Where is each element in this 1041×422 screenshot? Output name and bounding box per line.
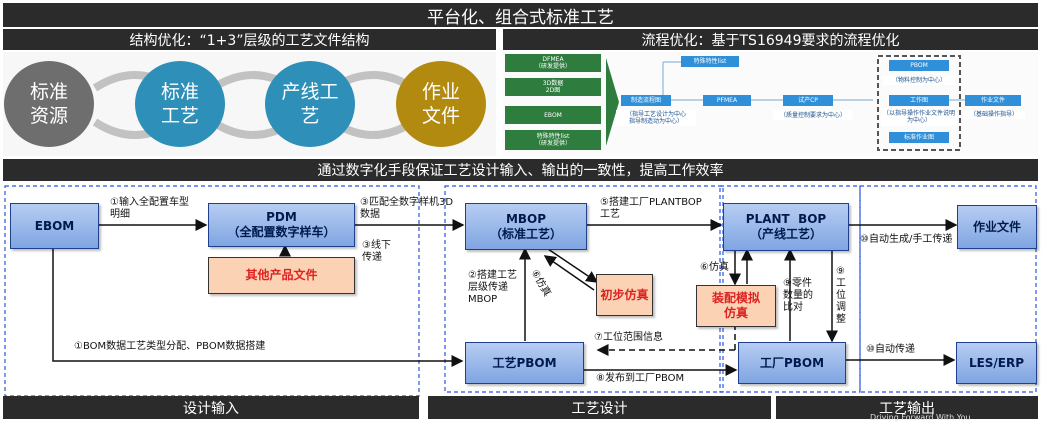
edge-label-3b: ③线下 传递: [362, 240, 391, 263]
node-label: 作业文件: [972, 219, 1021, 234]
node-work-docs[interactable]: 作业文件: [957, 205, 1037, 249]
circle-standard-resources: 标准 资源: [4, 61, 94, 147]
mini-work-drawing: 工作图: [889, 95, 949, 106]
circle-line-process: 产线工 艺: [265, 61, 355, 147]
node-process-pbom[interactable]: 工艺PBOM: [465, 342, 584, 384]
node-label: 工厂PBOM: [759, 355, 825, 370]
footer-design-input-label: 设计输入: [183, 400, 239, 417]
circle-label: 标准 工艺: [160, 81, 199, 127]
circle-label: 作业 文件: [421, 81, 460, 127]
header-title: 平台化、组合式标准工艺: [427, 7, 614, 28]
node-label: 工艺PBOM: [492, 355, 557, 370]
left-panel-title: 结构优化：“1+3”层级的工艺文件结构: [129, 32, 370, 49]
footer-process-output: 工艺输出: [776, 396, 1038, 419]
node-plant-pbom[interactable]: 工厂PBOM: [738, 342, 846, 384]
mini-pfmea: PFMEA: [703, 95, 751, 106]
node-plant-bop[interactable]: PLANT BOP （产线工艺）: [723, 203, 849, 251]
edge-label-9b: ⑨ 工 位 调 整: [836, 266, 846, 325]
footer-design-input: 设计输入: [3, 396, 419, 419]
node-ebom[interactable]: EBOM: [10, 203, 99, 249]
mini-dfmea: DFMEA （研发提供）: [505, 54, 601, 72]
circle-work-docs: 作业 文件: [396, 61, 486, 147]
mini-flow-panel: DFMEA （研发提供） 3D数据 2D图 EBOM 特殊特性list （研发提…: [503, 52, 1038, 156]
mini-flow-chart: 制造流程图: [621, 95, 671, 106]
circle-label: 产线工 艺: [281, 81, 339, 127]
right-panel-title-bar: 流程优化：基于TS16949要求的流程优化: [503, 29, 1038, 50]
edge-label-6b: ⑥仿真: [700, 262, 729, 273]
mini-note-2: （质量控制要求为中心）: [773, 110, 853, 120]
node-label: PLANT BOP （产线工艺）: [745, 212, 827, 241]
mini-work-file: 作业文件: [965, 95, 1021, 106]
mini-ebom: EBOM: [505, 106, 601, 124]
edge-label-1b: ①BOM数据工艺类型分配、PBOM数据搭建: [74, 341, 266, 352]
node-label: 其他产品文件: [245, 268, 318, 282]
middle-title: 通过数字化手段保证工艺设计输入、输出的一致性，提高工作效率: [317, 163, 724, 179]
mini-3d-data: 3D数据 2D图: [505, 78, 601, 96]
edge-label-1: ①输入全配置车型 明细: [110, 197, 189, 220]
edge-label-8: ⑧发布到工厂PBOM: [596, 373, 685, 384]
mini-pbom: PBOM: [889, 60, 949, 71]
node-les-erp[interactable]: LES/ERP: [956, 342, 1037, 384]
node-label: LES/ERP: [968, 355, 1025, 370]
edge-label-5: ⑤搭建工厂PLANTBOP 工艺: [600, 197, 702, 220]
mini-work-file-note: （基础操作指导）: [963, 110, 1025, 119]
mini-pbom-note: （物料控制为中心）: [883, 76, 955, 85]
mini-note-1: （指导工艺设计为中心 指导制造动为中心）: [616, 110, 696, 126]
footer-process-design: 工艺设计: [428, 396, 771, 419]
edge-label-2: ②搭建工艺 层级传递 MBOP: [468, 270, 517, 305]
mini-trial-cp: 试产CP: [783, 95, 833, 106]
footer-slogan: Driving Forward With You: [870, 413, 971, 422]
node-label: 装配模拟 仿真: [711, 291, 760, 320]
node-label: EBOM: [34, 218, 75, 233]
mini-note-3: （以指导操作作业文件说明为中心）: [881, 108, 957, 126]
footer-process-output-label: 工艺输出: [879, 400, 935, 417]
node-initial-simulation[interactable]: 初步仿真: [596, 274, 653, 316]
edge-label-3: ③匹配全数字样机3D 数据: [360, 197, 454, 220]
footer-process-design-label: 工艺设计: [571, 400, 628, 417]
circle-standard-process: 标准 工艺: [135, 61, 225, 147]
header-bar: 平台化、组合式标准工艺: [3, 3, 1038, 28]
edge-label-7: ⑦工位范围信息: [594, 332, 663, 343]
node-label: 初步仿真: [600, 287, 649, 302]
node-label: PDM （全配置数字样车）: [227, 210, 336, 239]
left-panel-title-bar: 结构优化：“1+3”层级的工艺文件结构: [3, 29, 496, 50]
middle-title-bar: 通过数字化手段保证工艺设计输入、输出的一致性，提高工作效率: [3, 159, 1038, 181]
mini-std-work-drawing: 标准作业图: [889, 132, 949, 143]
circle-label: 标准 资源: [29, 81, 68, 127]
mini-special-list: 特殊特性list （研发提供）: [505, 130, 601, 150]
node-label: MBOP （标准工艺）: [489, 211, 562, 241]
node-other-product-files[interactable]: 其他产品文件: [208, 257, 355, 294]
mini-flow-lines: [606, 55, 965, 151]
mini-special-list-box: 特殊特性list: [681, 56, 739, 67]
node-mbop[interactable]: MBOP （标准工艺）: [465, 203, 587, 250]
node-assembly-simulation[interactable]: 装配模拟 仿真: [696, 285, 776, 327]
edge-label-10: ⑩自动生成/手工传递: [860, 234, 953, 245]
right-panel-title: 流程优化：基于TS16949要求的流程优化: [641, 32, 900, 49]
node-pdm[interactable]: PDM （全配置数字样车）: [208, 203, 355, 247]
edge-label-10b: ⑩自动传递: [866, 344, 915, 355]
edge-label-9: ⑨零件 数量的 比对: [783, 278, 813, 313]
